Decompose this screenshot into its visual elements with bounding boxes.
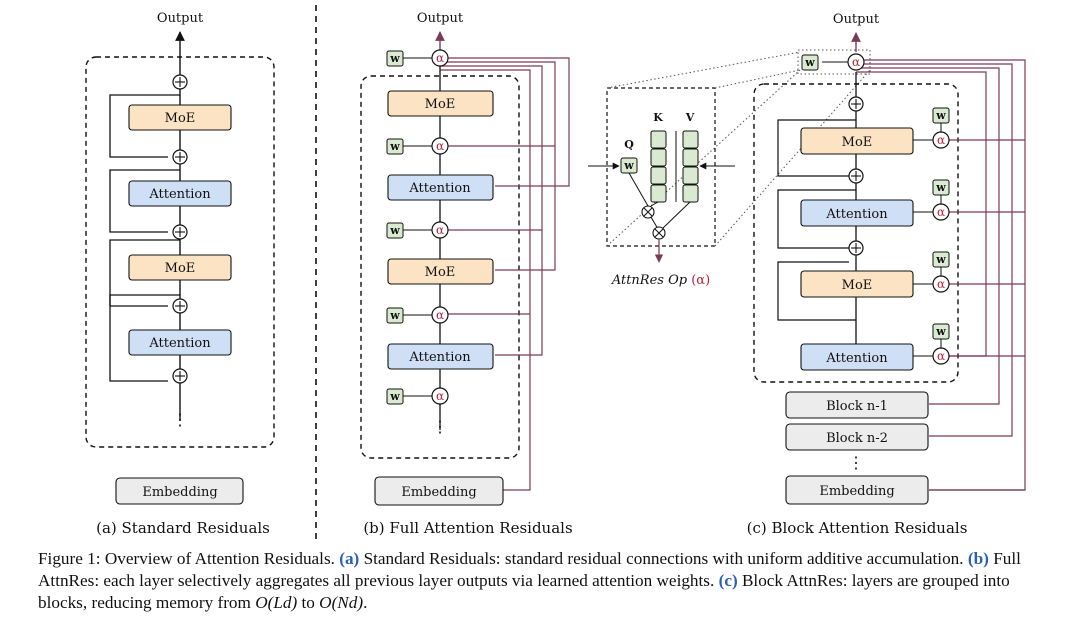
caption-text-a: Standard Residuals: standard residual co… (363, 549, 964, 568)
svg-text:w: w (623, 159, 634, 172)
panel-c-attention-bottom-box (800, 343, 914, 371)
svg-text:α: α (436, 389, 444, 403)
panel-c-moe-top-box (800, 127, 914, 155)
panel-c-output-label: Output (833, 12, 880, 27)
panel-c-moe-bottom-label: MoE (842, 278, 873, 293)
panel-a-moe-bottom-box (128, 254, 232, 281)
panel-b-moe-bottom-label: MoE (425, 265, 456, 280)
panel-c-block-n-minus-1-label: Block n-1 (826, 399, 888, 414)
svg-text:w: w (389, 52, 400, 65)
panel-b-output-label: Output (417, 11, 464, 26)
op-q-label: Q (624, 138, 634, 151)
caption-text-b: Full AttnRes: each layer selectively agg… (38, 549, 1021, 590)
caption-ref-b: (b) (967, 549, 989, 568)
caption-text-c: Block AttnRes: layers are grouped into b… (38, 571, 1010, 612)
caption-ref-a: (a) (339, 549, 360, 568)
panel-c-ellipsis: ⋮ (848, 453, 864, 472)
svg-text:α: α (937, 349, 945, 363)
panel-c-embedding-label: Embedding (819, 484, 894, 499)
panel-c-moe-bottom-box (800, 270, 914, 298)
panel-a-moe-bottom-label: MoE (165, 261, 196, 276)
caption-label: Figure 1: (38, 549, 101, 568)
panel-a-output-label: Output (157, 11, 204, 26)
panel-a-embedding-label: Embedding (142, 485, 217, 500)
panel-b-moe-bottom-box (387, 258, 494, 285)
panel-b-caption: (b) Full Attention Residuals (363, 519, 572, 537)
op-value-column (682, 130, 699, 203)
panel-c-attention-top-box (800, 199, 914, 227)
svg-text:α: α (937, 277, 945, 291)
panel-c-block-attention-residuals: Output MoE Attention (747, 12, 1026, 537)
panel-c-block-n-minus-1-box (785, 391, 929, 419)
panel-a-attention-bottom-box (128, 329, 232, 356)
panel-a-moe-top-label: MoE (165, 111, 196, 126)
svg-text:w: w (389, 309, 400, 322)
op-key-column (650, 130, 667, 203)
panel-c-block-n-minus-2-label: Block n-2 (826, 431, 888, 446)
op-k-label: K (653, 111, 663, 124)
panel-c-moe-top-label: MoE (842, 135, 873, 150)
panel-b-weight-vectors: w w w w w (386, 50, 404, 405)
panel-b-attention-top-label: Attention (408, 181, 471, 196)
svg-text:α: α (436, 51, 444, 65)
panel-c-attention-bottom-label: Attention (825, 351, 888, 366)
op-name-label: AttnRes Op (α) (611, 273, 710, 288)
panel-b-full-attention-residuals: Output w w w w w (360, 11, 573, 537)
panel-c-weight-vectors: w w w w w (801, 54, 950, 340)
panel-b-attention-bottom-box (387, 343, 494, 370)
caption-end: . (363, 593, 368, 612)
panel-c-zoom-dotted (797, 49, 871, 75)
panel-c-alpha-nodes (847, 53, 950, 365)
panel-b-ellipsis: ⋮ (432, 417, 448, 436)
panel-b-attention-top-box (387, 174, 494, 201)
caption-complexity-to: O(Nd) (319, 593, 364, 612)
caption-to-word: to (301, 593, 315, 612)
caption-intro: Overview of Attention Residuals. (104, 549, 335, 568)
panel-c-caption: (c) Block Attention Residuals (747, 519, 968, 537)
svg-text:w: w (804, 56, 815, 69)
panel-c-attention-top-label: Attention (825, 207, 888, 222)
svg-text:w: w (389, 224, 400, 237)
svg-text:α: α (852, 55, 860, 69)
svg-text:w: w (389, 390, 400, 403)
svg-text:α: α (937, 205, 945, 219)
panel-a-dashed-container (85, 56, 275, 448)
panel-c-embedding-box (785, 475, 929, 505)
panel-a-embedding-box (115, 477, 244, 505)
panel-b-moe-top-box (387, 90, 494, 117)
panel-a-caption: (a) Standard Residuals (96, 519, 270, 537)
svg-text:α: α (436, 139, 444, 153)
panel-c-block-n-minus-2-box (785, 423, 929, 451)
panel-a-moe-top-box (128, 104, 232, 131)
figure-caption: Figure 1: Overview of Attention Residual… (38, 548, 1048, 614)
panel-a-attention-top-box (128, 180, 232, 207)
svg-text:α: α (436, 308, 444, 322)
svg-text:α: α (937, 133, 945, 147)
attention-residuals-figure: Output MoE Attention MoE Attention ⋮ (85, 5, 1026, 540)
panel-b-alpha-nodes (431, 49, 449, 405)
panel-b-embedding-box (374, 476, 504, 506)
op-v-label: V (685, 111, 695, 124)
caption-ref-c: (c) (718, 571, 738, 590)
panel-a-standard-residuals: Output MoE Attention MoE Attention ⋮ (85, 11, 275, 537)
panel-b-moe-top-label: MoE (425, 97, 456, 112)
panel-a-ellipsis: ⋮ (172, 410, 188, 429)
svg-text:w: w (935, 181, 946, 194)
panel-a-attention-top-label: Attention (148, 187, 211, 202)
panel-b-attention-bottom-label: Attention (408, 350, 471, 365)
caption-complexity-from: O(Ld) (255, 593, 298, 612)
panel-b-embedding-label: Embedding (401, 485, 476, 500)
svg-text:w: w (935, 325, 946, 338)
svg-text:w: w (935, 109, 946, 122)
svg-text:α: α (436, 223, 444, 237)
svg-text:w: w (935, 253, 946, 266)
panel-b-dashed-container (360, 75, 520, 459)
svg-text:w: w (389, 140, 400, 153)
panel-a-attention-bottom-label: Attention (148, 336, 211, 351)
attnres-op-inset: Q K V w AttnRes Op (α) (588, 51, 871, 288)
